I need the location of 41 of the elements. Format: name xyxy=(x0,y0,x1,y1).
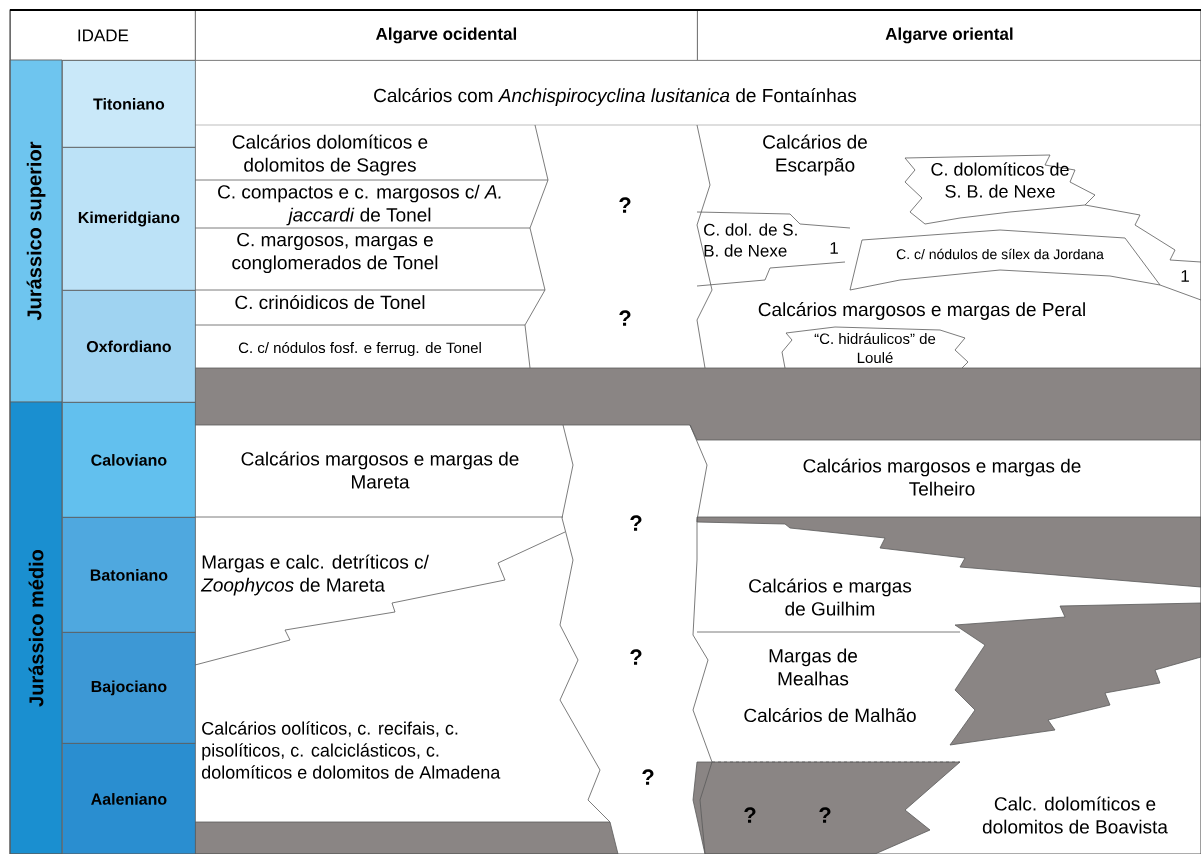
question-mark: ? xyxy=(630,649,642,665)
unit-label: Calcários margosos e margas de Peral xyxy=(758,302,1085,320)
unit-label: C. compactos e c. margosos c/ A. jaccardi de Tonel xyxy=(218,184,501,226)
unit-label: Calcários margosos e margas de Telheiro xyxy=(803,458,1081,496)
stage-cell: Bajociano xyxy=(62,632,196,744)
question-mark: ? xyxy=(619,197,631,213)
unit-number: 1 xyxy=(830,242,838,254)
unit-label: C. crinóidicos de Tonel xyxy=(235,294,425,310)
epoch-band: Jurássico médio xyxy=(9,401,63,854)
question-mark: ? xyxy=(630,515,642,531)
question-mark: ? xyxy=(619,310,631,326)
unit-label: C. margosos, margas e conglomerados de Tonel xyxy=(232,232,438,274)
unit-label: Calc. dolomíticos e dolomitos de Boavista xyxy=(982,796,1168,834)
node-label: Algarve oriental xyxy=(885,27,1013,44)
question-mark: ? xyxy=(744,807,756,823)
unit-label: Margas de Mealhas xyxy=(769,648,857,686)
unit-label: C. dolomíticos de S. B. de Nexe xyxy=(931,162,1069,198)
unit-label: Margas e calc. detríticos c/ Zoophycos de Mareta xyxy=(200,554,429,596)
unit-label: Calcários de Escarpão xyxy=(763,134,867,176)
stage-cell: Oxfordiano xyxy=(62,290,196,403)
unit-label: Calcários e margas de Guilhim xyxy=(749,578,912,616)
question-mark: ? xyxy=(642,769,654,785)
unit-label: Calcários com Anchispirocyclina lusitanica de Fontaínhas xyxy=(374,88,857,106)
unit-label: C. c/ nódulos fosf. e ferrug. de Tonel xyxy=(238,341,481,357)
column-header: Algarve oriental xyxy=(697,10,1201,61)
unit-label: C. c/ nódulos de sílex da Jordana xyxy=(896,248,1104,260)
unit-number: 1 xyxy=(1181,270,1189,282)
stage-cell: Titoniano xyxy=(62,60,196,148)
unit-label: C. dol. de S. B. de Nexe xyxy=(704,223,797,257)
unit-label: Calcários oolíticos, c. recifais, c. pisolíticos, c. calciclásticos, c. dolomíticos e dolomitos de Almadena xyxy=(201,721,501,779)
stage-cell: Aaleniano xyxy=(62,743,196,854)
question-mark: ? xyxy=(819,807,831,823)
stage-cell: Kimeridgiano xyxy=(62,147,196,291)
stage-cell: Caloviano xyxy=(62,402,196,518)
unit-label: Calcários margosos e margas de Mareta xyxy=(241,451,519,489)
epoch-band: Jurássico superior xyxy=(9,59,63,403)
unit-label: Calcários dolomíticos e dolomitos de Sagres xyxy=(232,134,428,176)
stage-cell: Batoniano xyxy=(62,517,196,633)
unit-label: “C. hidráulicos” de Loulé xyxy=(814,332,936,364)
column-header: IDADE xyxy=(10,10,196,61)
unit-label: Calcários de Malhão xyxy=(744,707,916,723)
